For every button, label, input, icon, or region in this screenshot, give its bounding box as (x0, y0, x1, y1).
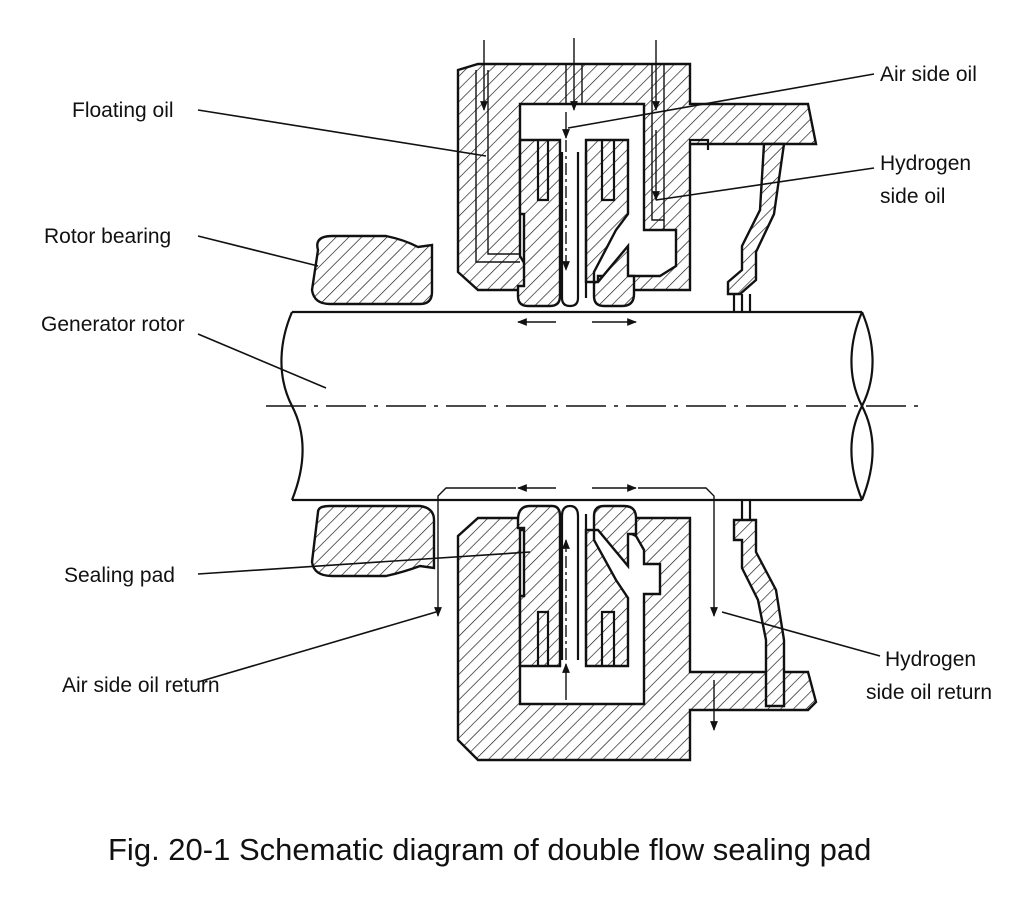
label-air-side-oil: Air side oil (880, 63, 977, 86)
top-sealing-pad-left (516, 138, 562, 308)
figure-caption: Fig. 20-1 Schematic diagram of double fl… (108, 832, 871, 867)
leader-hydrogen-side-oil (655, 167, 875, 201)
leader-lines (197, 73, 881, 683)
top-flow-arrows (480, 38, 660, 326)
leader-generator-rotor (197, 333, 327, 389)
label-hydrogen-side-oil-return-line1: Hydrogen (885, 648, 976, 671)
label-floating-oil: Floating oil (72, 99, 174, 122)
leader-air-side-oil (567, 73, 875, 129)
rotor-bearing-top (310, 234, 434, 306)
leader-sealing-pad (197, 551, 531, 575)
top-sealing-pad-right (584, 138, 636, 308)
rotor-bearing-bottom (310, 504, 436, 578)
bottom-sealing-pad-left (516, 504, 562, 668)
bottom-center-ring (560, 504, 588, 660)
label-hydrogen-side-oil-return-line2: side oil return (866, 681, 992, 704)
bottom-seal-housing (456, 500, 818, 762)
leader-air-side-oil-return (197, 611, 437, 683)
bottom-sealing-pad-right (584, 504, 638, 668)
label-rotor-bearing: Rotor bearing (44, 225, 171, 248)
top-seal-housing (456, 62, 818, 312)
label-hydrogen-side-oil-line2: side oil (880, 185, 945, 208)
generator-rotor-shaft (266, 310, 920, 502)
label-generator-rotor: Generator rotor (41, 313, 185, 336)
leader-rotor-bearing (197, 235, 319, 267)
leader-hydrogen-side-oil-return (721, 611, 881, 657)
label-air-side-oil-return: Air side oil return (62, 674, 220, 697)
label-hydrogen-side-oil-line1: Hydrogen (880, 152, 971, 175)
bottom-flow-arrows (434, 484, 718, 731)
labels: Floating oil Air side oil Hydrogen side … (41, 63, 992, 704)
label-sealing-pad: Sealing pad (64, 564, 175, 587)
top-center-ring (560, 152, 588, 308)
leader-floating-oil (197, 109, 487, 157)
